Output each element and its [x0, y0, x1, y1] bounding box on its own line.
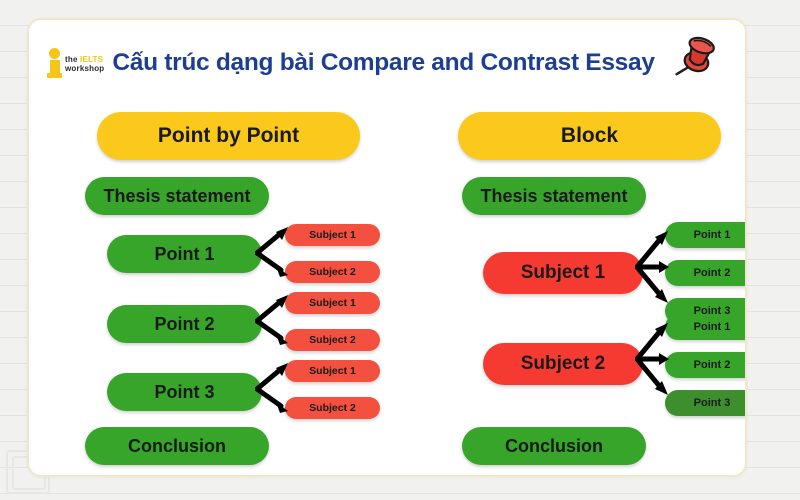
arrows-point-2 — [255, 295, 288, 345]
node-subject-1[interactable]: Subject 1 — [483, 252, 643, 294]
brand-logo: the IELTS workshop — [47, 48, 104, 78]
node-point-2-subject-1[interactable]: Subject 1 — [285, 292, 380, 314]
node-point-3-subject-1[interactable]: Subject 1 — [285, 360, 380, 382]
node-thesis-right[interactable]: Thesis statement — [462, 177, 646, 215]
header: the IELTS workshop Cấu trúc dạng bài Com… — [29, 38, 745, 88]
column-block: Block Thesis statement Subject 1 Point 1… — [377, 112, 745, 465]
node-subject-2[interactable]: Subject 2 — [483, 343, 643, 385]
node-subject-2-point-2[interactable]: Point 2 — [665, 352, 745, 378]
column-heading-point-by-point[interactable]: Point by Point — [97, 112, 360, 160]
arrows-subject-2 — [635, 323, 669, 395]
column-point-by-point: Point by Point Thesis statement Point 1 … — [37, 112, 380, 465]
node-subject-2-point-1[interactable]: Point 1 — [665, 314, 745, 340]
node-point-1-subject-2[interactable]: Subject 2 — [285, 261, 380, 283]
node-conclusion-left[interactable]: Conclusion — [85, 427, 269, 465]
node-subject-1-point-1[interactable]: Point 1 — [665, 222, 745, 248]
pushpin-icon — [675, 36, 715, 76]
node-thesis-left[interactable]: Thesis statement — [85, 177, 269, 215]
node-subject-1-point-2[interactable]: Point 2 — [665, 260, 745, 286]
node-point-3-subject-2[interactable]: Subject 2 — [285, 397, 380, 419]
node-point-2[interactable]: Point 2 — [107, 305, 262, 343]
logo-wordmark: the IELTS workshop — [65, 54, 104, 73]
logo-i-icon — [47, 48, 62, 78]
logo-the: the — [65, 54, 81, 64]
node-conclusion-right[interactable]: Conclusion — [462, 427, 646, 465]
infographic-card: the IELTS workshop Cấu trúc dạng bài Com… — [27, 18, 747, 477]
arrows-point-3 — [255, 363, 288, 413]
arrows-point-1 — [255, 227, 288, 277]
node-point-3[interactable]: Point 3 — [107, 373, 262, 411]
node-point-2-subject-2[interactable]: Subject 2 — [285, 329, 380, 351]
logo-workshop: workshop — [65, 63, 105, 73]
logo-ielts: IELTS — [80, 54, 104, 64]
column-heading-block[interactable]: Block — [458, 112, 721, 160]
node-subject-2-point-3[interactable]: Point 3 — [665, 390, 745, 416]
arrows-subject-1 — [635, 231, 669, 303]
node-point-1[interactable]: Point 1 — [107, 235, 262, 273]
node-point-1-subject-1[interactable]: Subject 1 — [285, 224, 380, 246]
page-title: Cấu trúc dạng bài Compare and Contrast E… — [112, 49, 655, 76]
